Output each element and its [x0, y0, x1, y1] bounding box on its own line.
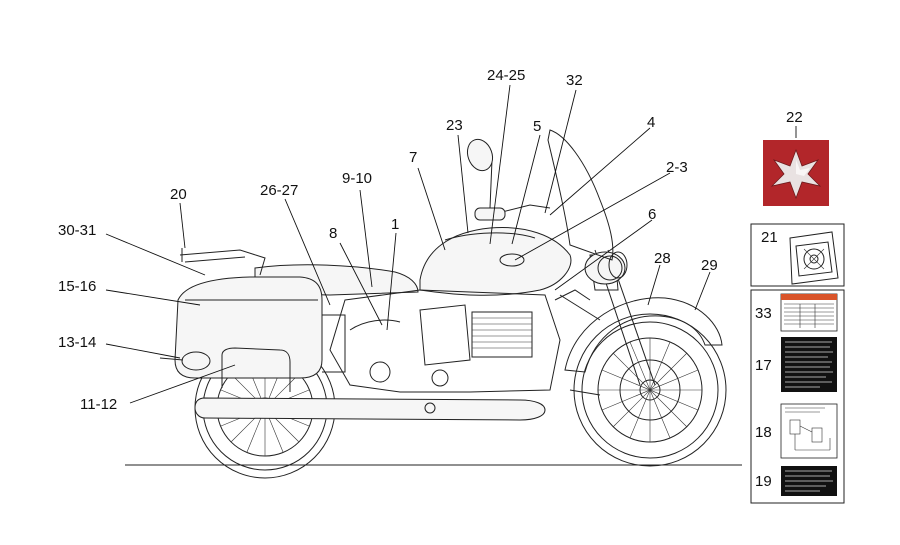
callout-32: 32: [566, 72, 583, 89]
callout-4: 4: [647, 114, 655, 131]
panel-18-label: 18: [755, 424, 772, 441]
panel-21: 21: [750, 223, 845, 287]
panel-21-label: 21: [761, 229, 778, 246]
callout-28: 28: [654, 250, 671, 267]
callout-7: 7: [409, 149, 417, 166]
panel-18: 18: [755, 403, 838, 459]
callout-labels: 20 30-31 15-16 13-14 11-12 26-27 9-10 8 …: [58, 67, 718, 413]
front-wheel: [573, 313, 727, 467]
callout-24-25: 24-25: [487, 67, 525, 84]
leader-lines: [105, 84, 711, 404]
decal-21-icon: [789, 231, 839, 285]
decal-17-image: [781, 337, 837, 392]
callout-30-31: 30-31: [58, 222, 96, 239]
panel-17: 17: [755, 337, 837, 392]
panel-22: 22: [763, 109, 829, 206]
panel-33-label: 33: [755, 305, 772, 322]
panel-22-label: 22: [786, 109, 803, 126]
callout-2-3: 2-3: [666, 159, 688, 176]
decal-33-image: [780, 293, 838, 332]
motorcycle-drawing: [159, 129, 727, 479]
callout-5: 5: [533, 118, 541, 135]
callout-15-16: 15-16: [58, 278, 96, 295]
callout-29: 29: [701, 257, 718, 274]
panel-17-label: 17: [755, 357, 772, 374]
callout-6: 6: [648, 206, 656, 223]
panel-19-label: 19: [755, 473, 772, 490]
callout-23: 23: [446, 117, 463, 134]
panel-33: 33: [755, 293, 838, 332]
decal-18-image: [780, 403, 838, 459]
callout-1: 1: [391, 216, 399, 233]
callout-13-14: 13-14: [58, 334, 96, 351]
callout-8: 8: [329, 225, 337, 242]
callout-11-12: 11-12: [80, 396, 117, 413]
panel-19: 19: [755, 466, 837, 496]
callout-26-27: 26-27: [260, 182, 298, 199]
callout-20: 20: [170, 186, 187, 203]
callout-9-10: 9-10: [342, 170, 372, 187]
